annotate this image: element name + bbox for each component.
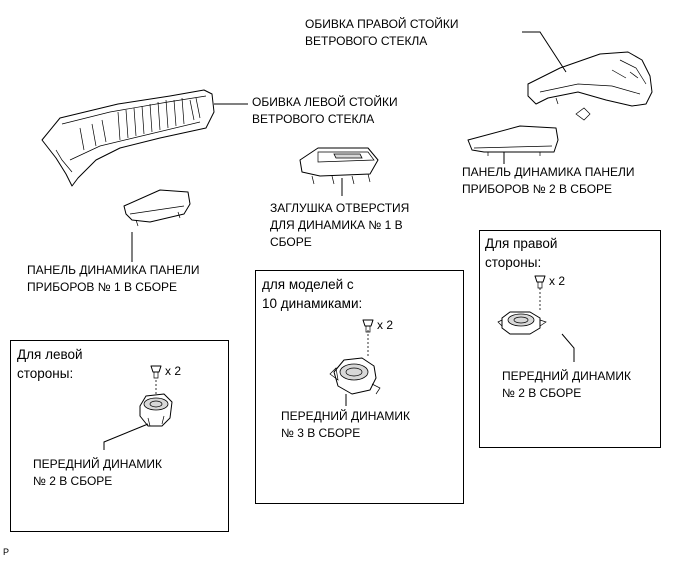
box-title-line: стороны: [17,366,74,381]
screw-quantity-ten: x 2 [377,318,394,332]
label-speaker-hole-cover-no1: ЗАГЛУШКА ОТВЕРСТИЯ ДЛЯ ДИНАМИКА № 1 В СБ… [270,200,409,251]
label-line: ПАНЕЛЬ ДИНАМИКА ПАНЕЛИ [27,263,200,277]
box-title-line: 10 динамиками: [262,296,363,311]
box-right-side-title: Для правой стороны: [485,234,557,272]
label-line: № 3 В СБОРЕ [281,426,361,440]
label-line: ОБИВКА ПРАВОЙ СТОЙКИ [305,17,459,31]
screw-icon-left [150,365,162,379]
box-title-line: для моделей с [262,277,354,292]
figure-code: P [3,547,10,557]
box-ten-speakers-title: для моделей с 10 динамиками: [262,275,362,313]
front-speaker-no2-right-drawing [497,311,547,335]
label-line: СБОРЕ [270,235,312,249]
label-front-speaker-no2-left: ПЕРЕДНИЙ ДИНАМИК № 2 В СБОРЕ [33,456,162,490]
label-line: ПРИБОРОВ № 2 В СБОРЕ [462,182,613,196]
label-right-pillar-garnish: ОБИВКА ПРАВОЙ СТОЙКИ ВЕТРОВОГО СТЕКЛА [305,16,459,50]
label-line: ОБИВКА ЛЕВОЙ СТОЙКИ [252,95,398,109]
left-pillar-garnish-drawing [41,89,215,187]
label-front-speaker-no2-right: ПЕРЕДНИЙ ДИНАМИК № 2 В СБОРЕ [502,368,631,402]
box-left-side-title: Для левой стороны: [17,345,83,383]
right-pillar-leader [522,31,567,73]
screw-icon-right [534,275,546,289]
box-right-side [479,230,661,448]
label-left-pillar-garnish: ОБИВКА ЛЕВОЙ СТОЙКИ ВЕТРОВОГО СТЕКЛА [252,94,398,128]
label-line: № 2 В СБОРЕ [502,386,582,400]
label-line: ДЛЯ ДИНАМИКА № 1 В [270,218,403,232]
box-title-line: Для правой [485,236,558,251]
right-pillar-garnish-drawing [527,51,653,121]
label-line: ЗАГЛУШКА ОТВЕРСТИЯ [270,201,410,215]
label-line: ПАНЕЛЬ ДИНАМИКА ПАНЕЛИ [462,165,635,179]
label-speaker-panel-no1: ПАНЕЛЬ ДИНАМИКА ПАНЕЛИ ПРИБОРОВ № 1 В СБ… [27,262,200,296]
label-line: ПЕРЕДНИЙ ДИНАМИК [33,457,163,471]
label-line: ПРИБОРОВ № 1 В СБОРЕ [27,280,178,294]
label-front-speaker-no3: ПЕРЕДНИЙ ДИНАМИК № 3 В СБОРЕ [281,408,410,442]
label-line: ВЕТРОВОГО СТЕКЛА [252,112,375,126]
speaker-panel-no1-drawing [123,189,191,227]
box-left-side [10,340,229,532]
label-speaker-panel-no2: ПАНЕЛЬ ДИНАМИКА ПАНЕЛИ ПРИБОРОВ № 2 В СБ… [462,164,635,198]
speaker-hole-cover-no1-drawing [299,147,379,185]
front-speaker-no2-left-drawing [139,393,173,427]
screw-icon-no3 [362,319,374,333]
label-line: ВЕТРОВОГО СТЕКЛА [305,34,428,48]
box-title-line: стороны: [485,255,542,270]
front-speaker-no3-drawing [329,357,381,395]
label-line: ПЕРЕДНИЙ ДИНАМИК [502,369,632,383]
speaker-panel-no2-drawing [467,125,559,156]
label-line: № 2 В СБОРЕ [33,474,113,488]
label-line: ПЕРЕДНИЙ ДИНАМИК [281,409,411,423]
box-title-line: Для левой [17,347,83,362]
speaker-no2-left-leader [103,423,149,450]
box-ten-speakers [255,270,464,504]
speaker-no2-right-leader [561,333,575,362]
screw-quantity-right: x 2 [549,274,566,288]
screw-quantity-left: x 2 [165,364,182,378]
